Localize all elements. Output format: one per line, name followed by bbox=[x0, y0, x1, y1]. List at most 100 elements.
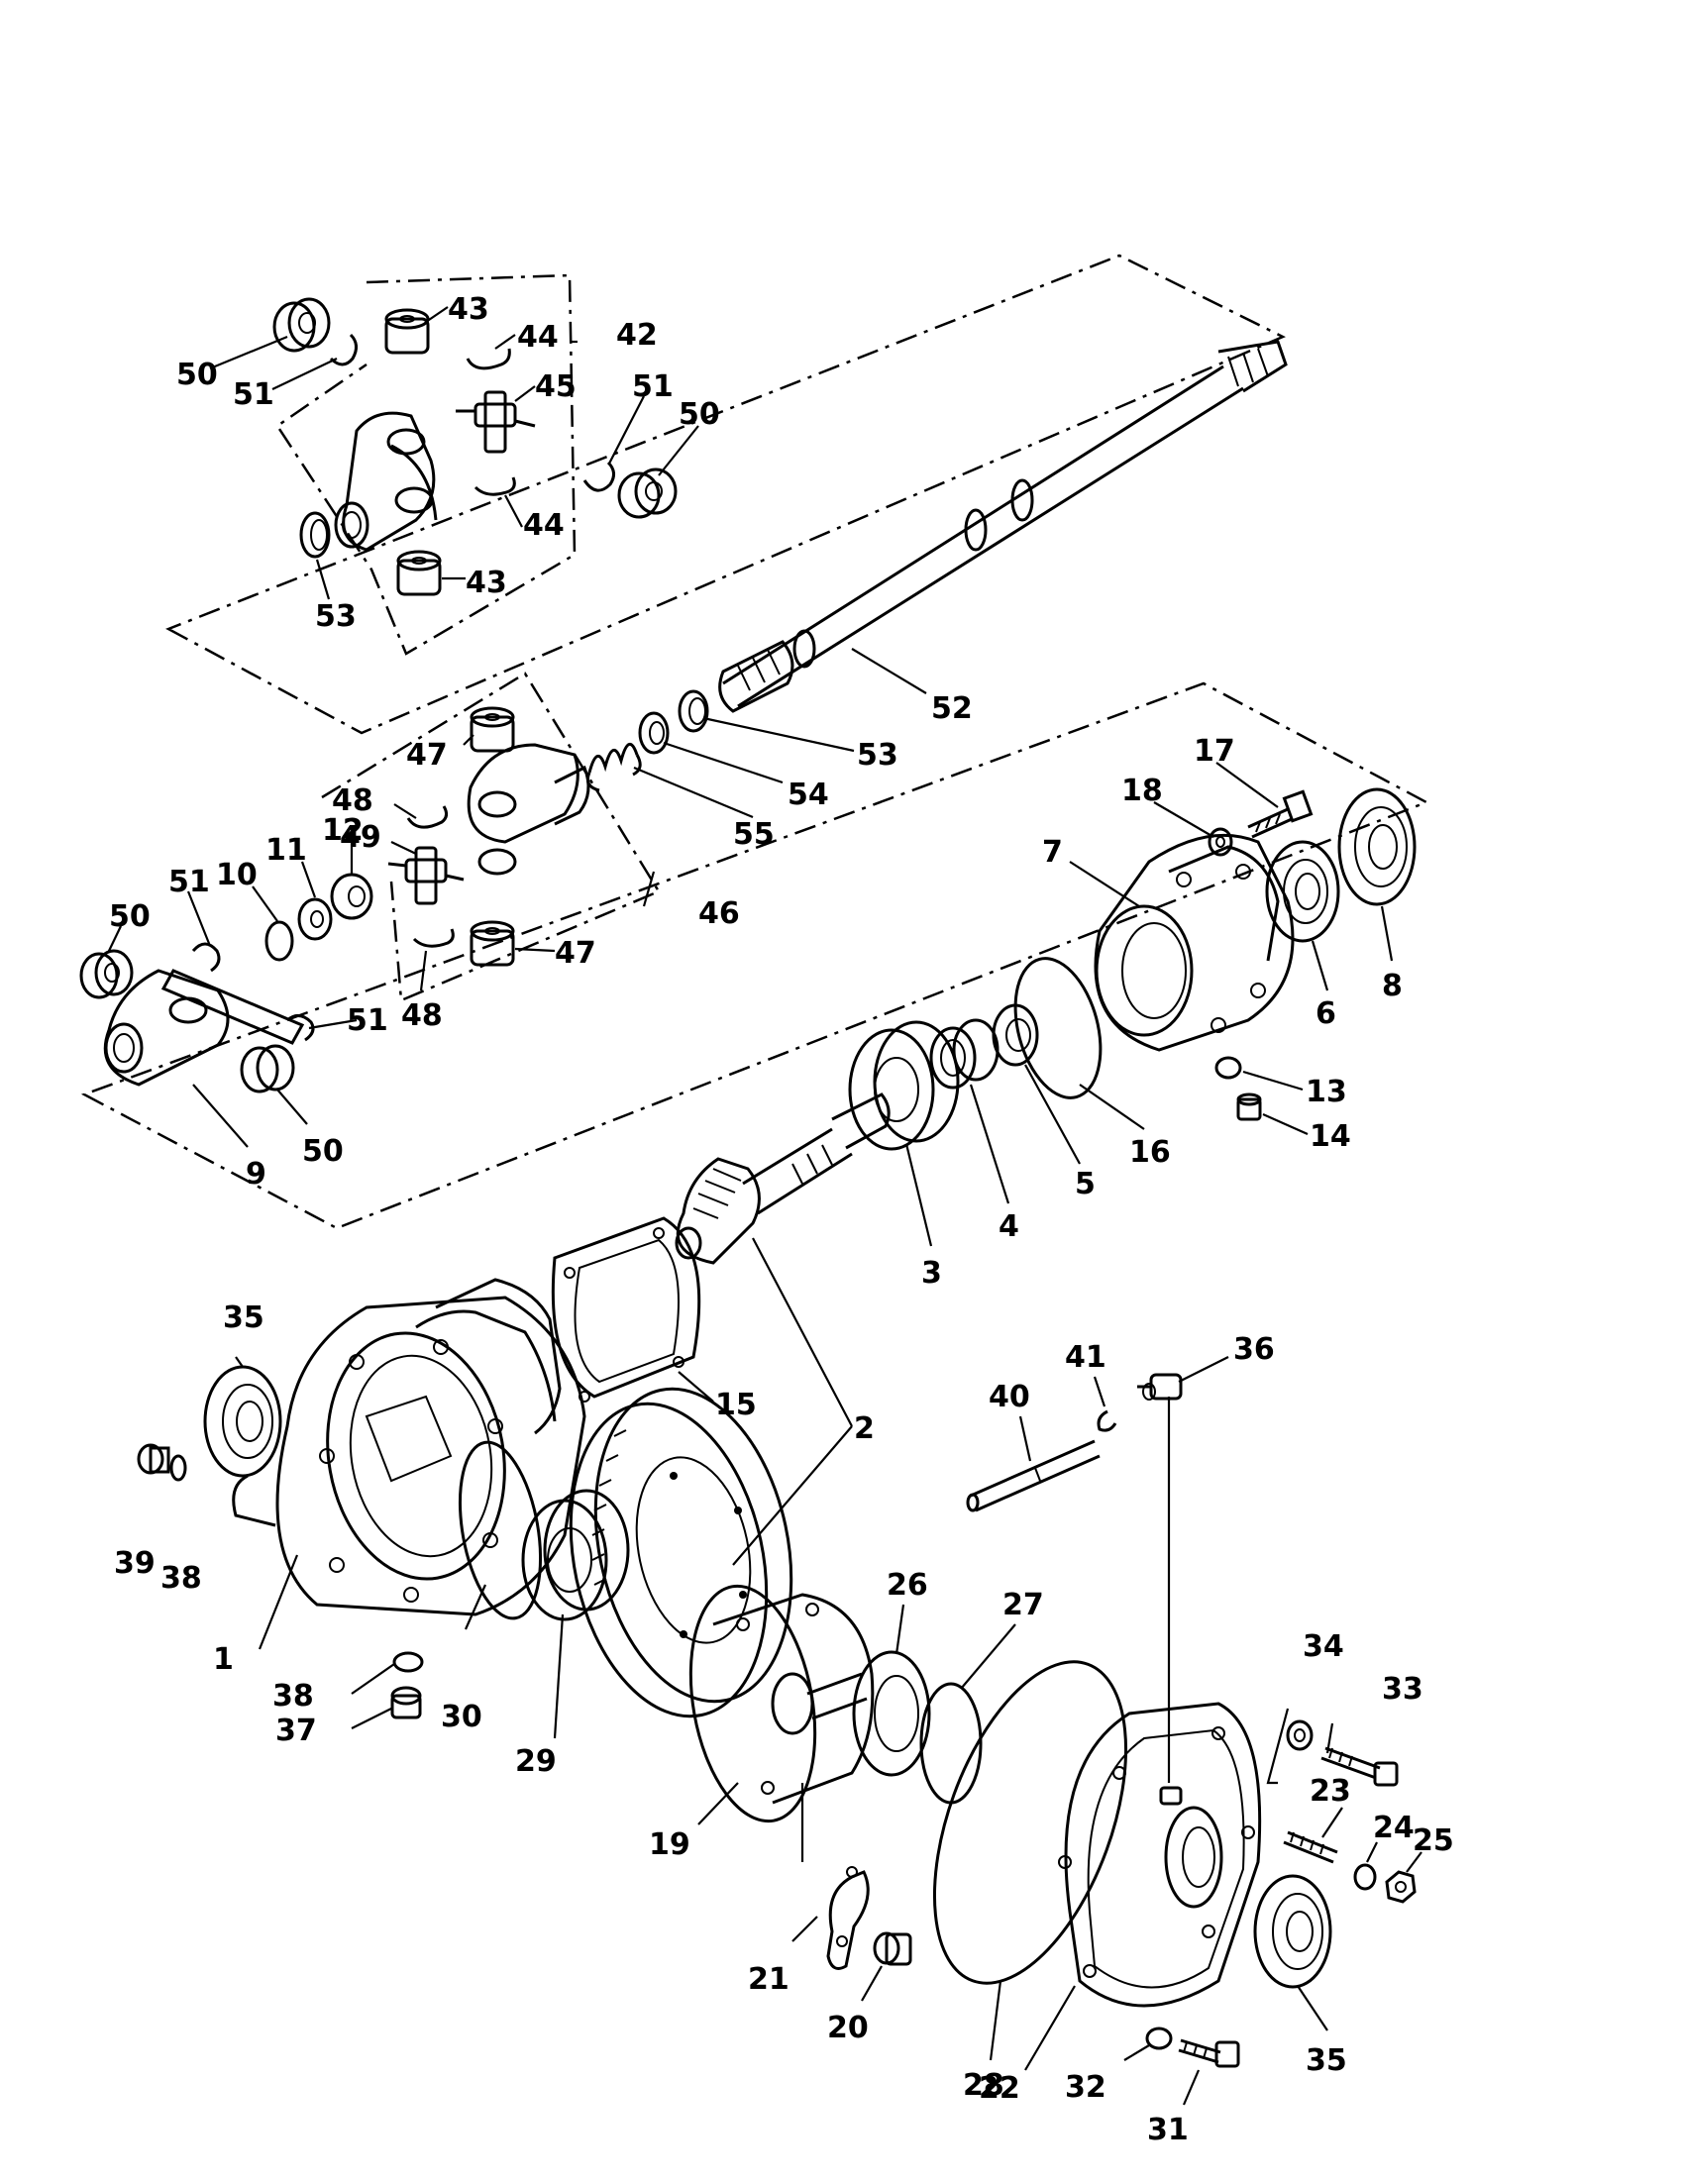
callout-51-a: 51 bbox=[233, 377, 274, 412]
oil-seal-53-b bbox=[678, 689, 709, 733]
callout-13: 13 bbox=[1306, 1075, 1347, 1109]
o-ring-30 bbox=[458, 1440, 543, 1620]
drive-shaft-group-outline bbox=[165, 254, 1286, 735]
clip-48-top bbox=[406, 805, 449, 829]
callout-16: 16 bbox=[1129, 1135, 1171, 1170]
gasket-15 bbox=[551, 1216, 701, 1403]
callout-50-a: 50 bbox=[176, 358, 218, 392]
callout-10: 10 bbox=[216, 858, 258, 892]
callout-37: 37 bbox=[275, 1714, 317, 1748]
callout-44-b: 44 bbox=[523, 508, 565, 543]
washer-24 bbox=[1353, 1863, 1377, 1891]
callout-2: 2 bbox=[854, 1411, 875, 1446]
callout-20: 20 bbox=[827, 2011, 869, 2045]
universal-joint-42 bbox=[272, 297, 678, 596]
bolt-31 bbox=[1178, 2038, 1240, 2068]
o-ring-10 bbox=[264, 920, 294, 962]
oil-seal-35-right bbox=[1253, 1874, 1332, 1989]
washer-18 bbox=[1208, 827, 1233, 857]
washer-54 bbox=[638, 711, 670, 755]
callout-14: 14 bbox=[1310, 1119, 1351, 1154]
callout-28: 28 bbox=[963, 2068, 1004, 2103]
gear-case-cover-22 bbox=[1058, 1702, 1262, 2008]
callout-31: 31 bbox=[1147, 2113, 1189, 2147]
callout-43-a: 43 bbox=[448, 292, 489, 327]
clip-44-bottom bbox=[474, 476, 516, 496]
pin-40 bbox=[966, 1439, 1101, 1512]
plug-37 bbox=[390, 1686, 422, 1719]
drive-pinion-2 bbox=[675, 1092, 891, 1265]
callout-6: 6 bbox=[1316, 996, 1336, 1031]
callout-19: 19 bbox=[649, 1827, 690, 1862]
yoke-42 bbox=[334, 411, 438, 552]
washer-38-a bbox=[169, 1454, 187, 1482]
callout-50-d: 50 bbox=[302, 1134, 344, 1169]
callout-3: 3 bbox=[921, 1256, 942, 1291]
callout-48-b: 48 bbox=[401, 998, 443, 1033]
callout-54: 54 bbox=[788, 778, 829, 812]
callout-51-c: 51 bbox=[168, 865, 210, 899]
callout-15: 15 bbox=[715, 1388, 757, 1422]
circlip-51-d bbox=[286, 1014, 315, 1042]
callout-33: 33 bbox=[1382, 1672, 1423, 1707]
oil-seal-35-left bbox=[203, 1365, 282, 1478]
callout-55: 55 bbox=[733, 817, 775, 852]
callout-46: 46 bbox=[698, 896, 740, 931]
callout-labels: 1 2 3 4 5 6 7 8 9 10 11 12 13 14 15 16 1… bbox=[109, 292, 1454, 2147]
oil-seal-53-a bbox=[299, 511, 331, 559]
callout-12: 12 bbox=[322, 813, 364, 848]
bearing-43-bottom bbox=[396, 550, 442, 596]
callout-5: 5 bbox=[1075, 1167, 1096, 1201]
callout-51-d: 51 bbox=[347, 1003, 388, 1038]
bearing-43-top bbox=[384, 308, 430, 355]
callout-49: 49 bbox=[340, 820, 381, 855]
washer-32 bbox=[1145, 2027, 1173, 2050]
callout-35-a: 35 bbox=[223, 1300, 264, 1335]
callout-44-a: 44 bbox=[517, 320, 559, 355]
nut-25 bbox=[1385, 1870, 1417, 1904]
drive-shaft-52 bbox=[718, 340, 1288, 713]
callout-38-b: 38 bbox=[272, 1679, 314, 1714]
bearing-6 bbox=[1265, 840, 1340, 943]
bolt-17 bbox=[1247, 789, 1314, 839]
spider-45 bbox=[456, 390, 536, 454]
clip-44-top bbox=[466, 348, 511, 370]
callout-50-c: 50 bbox=[109, 899, 151, 934]
callout-51-b: 51 bbox=[632, 369, 674, 404]
bearing-cap-50-c bbox=[79, 949, 134, 999]
yoke-46 bbox=[467, 743, 590, 876]
callout-21: 21 bbox=[748, 1962, 789, 1997]
callout-42: 42 bbox=[616, 318, 658, 353]
nut-12 bbox=[330, 873, 373, 920]
clip-41 bbox=[1097, 1409, 1117, 1432]
callout-45: 45 bbox=[535, 369, 577, 404]
washer-13 bbox=[1214, 1056, 1242, 1080]
ring-gear bbox=[569, 1387, 793, 1718]
bearing-47-top bbox=[470, 706, 515, 753]
lock-washer-21 bbox=[826, 1866, 870, 1970]
callout-39: 39 bbox=[114, 1546, 156, 1581]
collar-4 bbox=[929, 1018, 1000, 1090]
joint-42-outline bbox=[275, 273, 577, 656]
bolt-33 bbox=[1320, 1746, 1399, 1787]
callout-26: 26 bbox=[887, 1568, 928, 1603]
callout-30: 30 bbox=[441, 1700, 482, 1734]
callout-24: 24 bbox=[1373, 1811, 1415, 1845]
washer-11 bbox=[297, 897, 333, 941]
callout-47-a: 47 bbox=[406, 738, 448, 773]
spring-55 bbox=[585, 743, 642, 792]
plug-14 bbox=[1236, 1092, 1262, 1121]
bearing-cap-50-d bbox=[240, 1044, 295, 1093]
clip-48-bottom bbox=[412, 928, 455, 948]
leader-lines bbox=[108, 306, 1422, 2106]
callout-22: 22 bbox=[979, 2071, 1020, 2106]
shim-27 bbox=[919, 1682, 983, 1805]
differential-19 bbox=[688, 1584, 875, 1823]
stud-23 bbox=[1283, 1830, 1338, 1864]
callout-17: 17 bbox=[1194, 734, 1235, 769]
callout-23: 23 bbox=[1310, 1774, 1351, 1809]
callout-40: 40 bbox=[989, 1380, 1030, 1414]
callout-1: 1 bbox=[213, 1642, 234, 1677]
washer-38-b bbox=[392, 1651, 424, 1673]
